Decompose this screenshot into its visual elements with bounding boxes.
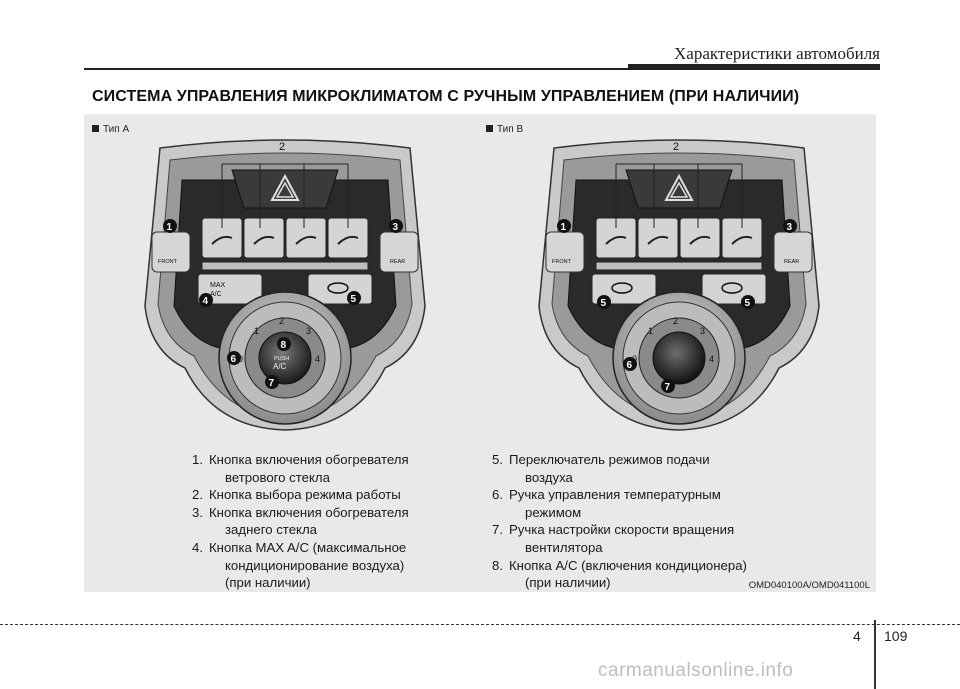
recirculation-button xyxy=(307,273,373,305)
dial-num-4: 4 xyxy=(709,354,714,364)
legend-right: 5. Переключатель режимов подачи воздуха … xyxy=(492,451,782,592)
callout-1: 1 xyxy=(163,219,177,233)
svg-text:7: 7 xyxy=(665,382,671,393)
rear-defrost-button xyxy=(379,231,419,273)
legend-item-3: 3. Кнопка включения обогревателя заднего… xyxy=(192,504,409,538)
svg-text:6: 6 xyxy=(231,354,237,365)
front-label: FRONT xyxy=(158,259,178,265)
max-label: MAX xyxy=(210,282,226,289)
push-label: PUSH xyxy=(274,356,289,362)
type-b-label: Тип B xyxy=(486,124,523,135)
rear-defrost-button xyxy=(773,231,813,273)
callout-5-left: 5 xyxy=(597,295,611,309)
hazard-icon xyxy=(664,173,694,201)
page-number: 109 xyxy=(884,628,908,644)
chapter-number: 4 xyxy=(853,628,861,644)
front-label: FRONT xyxy=(552,259,572,265)
footer-separator xyxy=(874,620,876,689)
svg-text:5: 5 xyxy=(601,298,607,309)
header-rule-accent xyxy=(628,64,880,70)
callout-2: 2 xyxy=(673,141,679,153)
legend-left: 1. Кнопка включения обогревателя ветрово… xyxy=(192,451,468,592)
callout-7: 7 xyxy=(661,379,675,393)
callout-4: 4 xyxy=(199,293,213,307)
callout-7: 7 xyxy=(265,375,279,389)
callout-8: 8 xyxy=(277,337,291,351)
ac-knob-label: A/C xyxy=(273,362,287,371)
dial-num-2: 2 xyxy=(279,316,284,326)
svg-text:3: 3 xyxy=(787,222,793,233)
hazard-icon xyxy=(270,173,300,201)
rear-label: REAR xyxy=(390,259,405,265)
recirculation-button xyxy=(701,273,767,305)
dial-num-1: 1 xyxy=(254,326,259,336)
svg-text:1: 1 xyxy=(167,222,173,233)
legend-item-5: 5. Переключатель режимов подачи воздуха xyxy=(492,452,710,485)
callout-3: 3 xyxy=(389,219,403,233)
bullet-square-icon xyxy=(486,125,493,132)
callout-5: 5 xyxy=(347,291,361,305)
legend-item-4: 4. Кнопка MAX A/C (максимальное кондицио… xyxy=(192,539,407,591)
legend-item-8: 8. Кнопка A/C (включения кондиционера) (… xyxy=(492,557,747,591)
callout-2: 2 xyxy=(279,141,285,153)
watermark: carmanualsonline.info xyxy=(598,660,794,681)
front-defrost-button xyxy=(151,231,191,273)
svg-text:6: 6 xyxy=(627,360,633,371)
dial-num-3: 3 xyxy=(306,326,311,336)
type-b-text: Тип B xyxy=(497,124,524,135)
dial-num-3: 3 xyxy=(700,326,705,336)
svg-text:7: 7 xyxy=(269,378,275,389)
svg-text:8: 8 xyxy=(281,340,287,351)
legend-item-7: 7. Ручка настройки скорости вращения вен… xyxy=(492,522,735,555)
section-title: СИСТЕМА УПРАВЛЕНИЯ МИКРОКЛИМАТОМ С РУЧНЫ… xyxy=(92,88,800,105)
callout-6: 6 xyxy=(623,357,637,371)
callout-5-right: 5 xyxy=(741,295,755,309)
figure-code: OMD040100A/OMD041100L xyxy=(748,580,870,591)
svg-text:4: 4 xyxy=(203,296,209,307)
svg-text:3: 3 xyxy=(393,222,399,233)
svg-text:1: 1 xyxy=(561,222,567,233)
legend-item-1: 1. Кнопка включения обогревателя ветрово… xyxy=(192,452,409,485)
header-title: Характеристики автомобиля xyxy=(674,44,880,63)
dial-num-4: 4 xyxy=(315,354,320,364)
callout-3: 3 xyxy=(783,219,797,233)
rear-label: REAR xyxy=(784,259,799,265)
front-defrost-button xyxy=(545,231,585,273)
climate-unit-type-b: FRONT REAR 0 1 2 3 4 2 1 3 5 5 6 xyxy=(538,139,820,431)
header-rule xyxy=(84,68,880,70)
dial-num-1: 1 xyxy=(648,326,653,336)
legend-item-2: 2. Кнопка выбора режима работы xyxy=(192,487,401,503)
callout-1: 1 xyxy=(557,219,571,233)
type-a-label: Тип A xyxy=(92,124,129,135)
max-ac-button xyxy=(197,273,263,305)
callout-6: 6 xyxy=(227,351,241,365)
ac-small-label: A/C xyxy=(210,291,222,298)
bullet-square-icon xyxy=(92,125,99,132)
dial-num-2: 2 xyxy=(673,316,678,326)
climate-unit-type-a: FRONT REAR MAX A/C PUSH A/C 0 1 2 3 4 2 … xyxy=(144,139,426,431)
type-a-text: Тип A xyxy=(103,124,130,135)
svg-text:5: 5 xyxy=(745,298,751,309)
footer-rule xyxy=(0,624,960,625)
legend-item-6: 6. Ручка управления температурным режимо… xyxy=(492,487,721,520)
svg-text:5: 5 xyxy=(351,294,357,305)
